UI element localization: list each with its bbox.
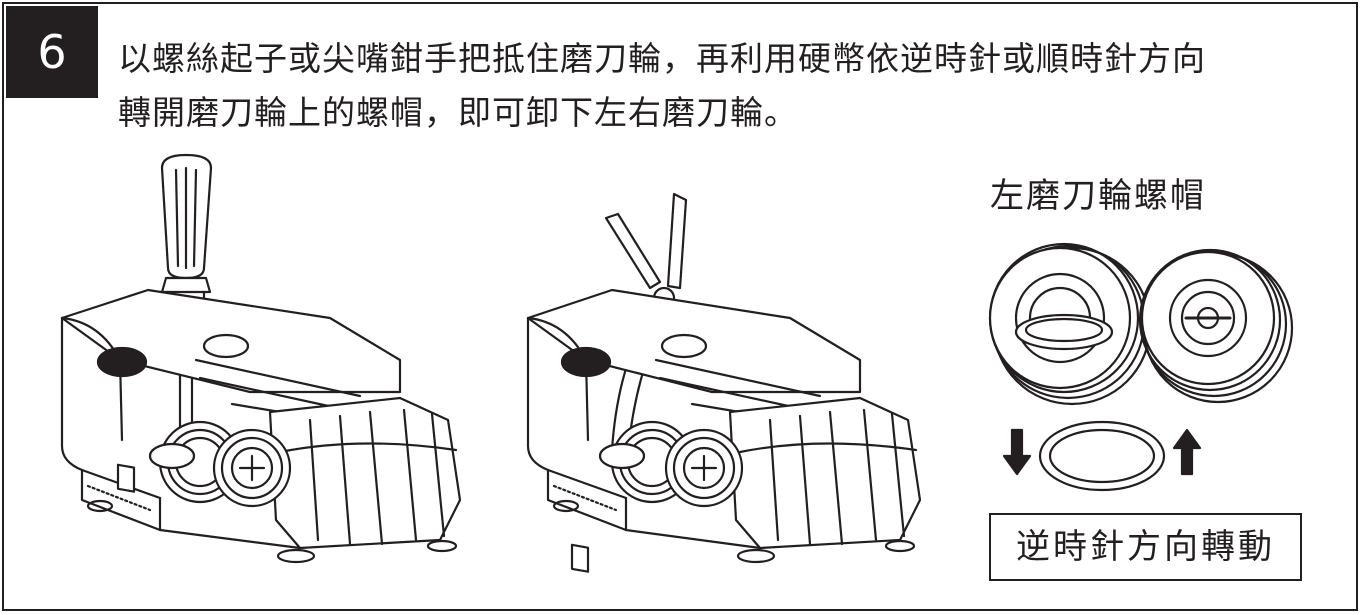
coin (148, 442, 196, 470)
sharpener-with-pliers-illustration (526, 192, 922, 573)
coin-icon (1038, 420, 1166, 492)
pliers-jaw-right (666, 192, 688, 290)
brand-badge (660, 333, 708, 359)
coin (598, 442, 646, 470)
callout-title: 左磨刀輪螺帽 (990, 176, 1206, 216)
instruction-line-1: 以螺絲起子或尖嘴鉗手把抵住磨刀輪，再利用硬幣依逆時針或順時針方向 (118, 39, 1206, 78)
pliers-jaw-left (604, 212, 662, 290)
arrow-down-icon (1002, 428, 1032, 476)
vent-icon (96, 346, 148, 378)
coin-in-slot (1014, 313, 1114, 351)
sharpener-with-screwdriver-illustration (60, 153, 462, 564)
brand-badge (202, 333, 250, 359)
power-switch (116, 463, 136, 493)
instruction-line-2: 轉開磨刀輪上的螺帽，即可卸下左右磨刀輪。 (118, 93, 798, 132)
arrow-up-icon (1172, 428, 1202, 476)
instruction-text: 以螺絲起子或尖嘴鉗手把抵住磨刀輪，再利用硬幣依逆時針或順時針方向 轉開磨刀輪上的… (118, 32, 1348, 140)
step-number-badge: 6 (6, 6, 98, 98)
direction-label: 逆時針方向轉動 (989, 513, 1302, 581)
wheel-nut-closeup (988, 242, 1294, 492)
vent-icon (560, 346, 612, 378)
power-switch (570, 543, 590, 573)
screwdriver-collar (160, 276, 212, 294)
